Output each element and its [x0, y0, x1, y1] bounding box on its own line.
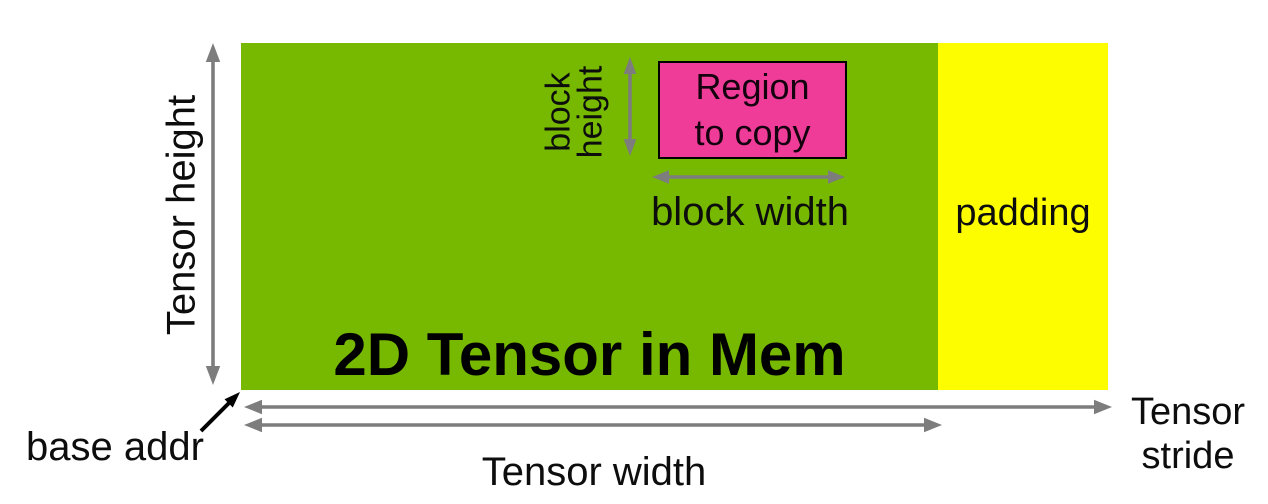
- tensor-height-label: Tensor height: [159, 94, 204, 336]
- padding-rect: [938, 43, 1108, 390]
- block-width-label: block width: [651, 190, 849, 234]
- base-addr-label: base addr: [26, 425, 204, 469]
- tensor-width-label: Tensor width: [481, 450, 707, 494]
- tensor-height-arrow: [205, 43, 221, 385]
- padding-label: padding: [955, 192, 1091, 234]
- tensor-stride-arrow: [244, 399, 1112, 415]
- tensor-title: 2D Tensor in Mem: [333, 321, 846, 388]
- region-to-copy-rect: Region to copy: [658, 61, 847, 159]
- tensor-width-arrow: [244, 417, 942, 433]
- base-addr-arrow: [199, 392, 240, 433]
- region-to-copy-label: Region to copy: [694, 65, 811, 153]
- tensor-stride-label: Tensor stride: [1130, 391, 1246, 478]
- block-height-label: block height: [539, 65, 610, 159]
